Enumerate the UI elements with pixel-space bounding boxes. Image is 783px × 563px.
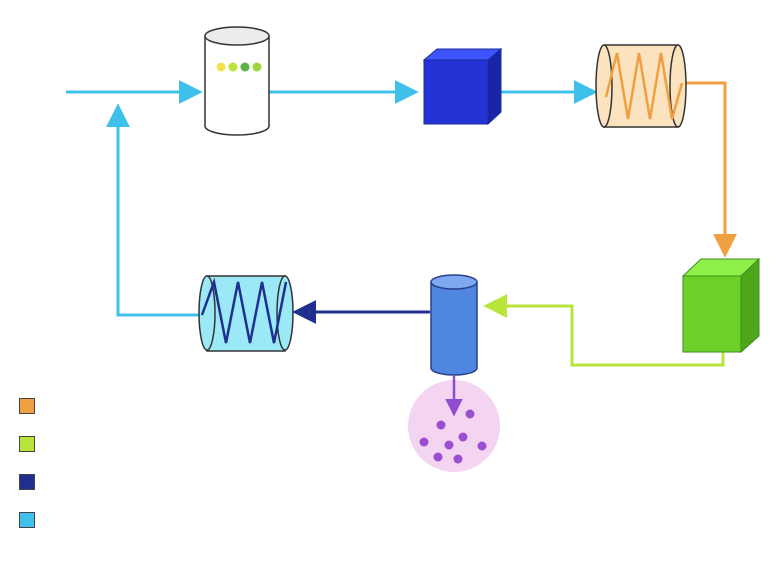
- coil-icon: [595, 44, 687, 128]
- cube-icon: [422, 47, 503, 126]
- cube-icon: [681, 257, 761, 354]
- legend-cyan-swatch: [19, 512, 35, 528]
- orange-flow-line: [682, 81, 737, 258]
- light-green-dot: [252, 62, 262, 72]
- coil-icon: [198, 275, 294, 352]
- bulb-icon: [408, 380, 500, 472]
- legend: [19, 398, 59, 550]
- cyan-return-line: [106, 103, 202, 317]
- legend-navy-swatch: [19, 474, 35, 490]
- legend-green-swatch: [19, 436, 35, 452]
- cylinder-icon: [430, 274, 478, 376]
- cylinder-icon: [204, 26, 270, 136]
- yellow-dot: [216, 62, 226, 72]
- legend-orange-swatch: [19, 398, 35, 414]
- lime-dot: [228, 62, 238, 72]
- green-flow-line: [483, 294, 725, 367]
- green-dot: [240, 62, 250, 72]
